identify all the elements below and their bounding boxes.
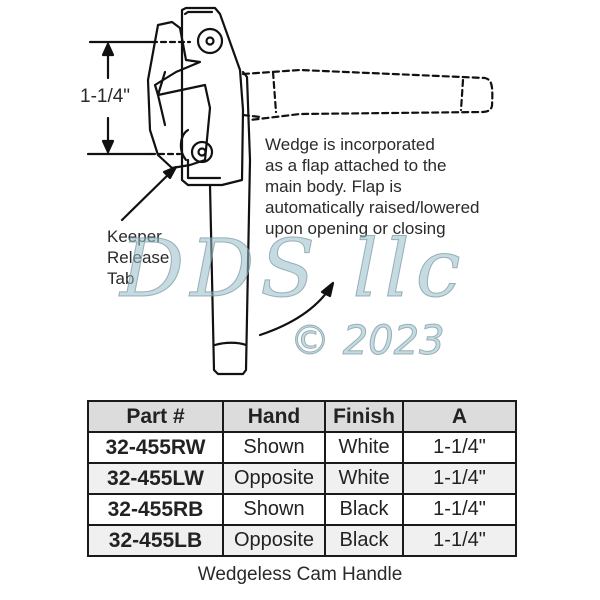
cam-handle-drawing — [86, 6, 494, 376]
cell-finish: Black — [324, 524, 404, 557]
cell-part: 32-455LB — [87, 524, 224, 557]
header-a: A — [402, 400, 517, 433]
cell-finish: White — [324, 431, 404, 464]
watermark-copyright: © 2023 — [290, 318, 446, 365]
keeper-arrow — [120, 168, 175, 222]
table-header-row: Part # Hand Finish A — [87, 400, 517, 433]
header-finish: Finish — [324, 400, 404, 433]
cell-a: 1-1/4" — [402, 524, 517, 557]
cell-hand: Shown — [222, 493, 326, 526]
note-line: automatically raised/lowered — [265, 198, 480, 217]
cell-a: 1-1/4" — [402, 462, 517, 495]
wedge-note: Wedge is incorporated as a flap attached… — [265, 134, 480, 239]
table-row: 32-455RW Shown White 1-1/4" — [87, 431, 517, 464]
open-position-outline — [241, 68, 494, 122]
cell-finish: Black — [324, 493, 404, 526]
keeper-release-tab-label: Keeper Release Tab — [107, 226, 169, 289]
rivet-top — [196, 27, 224, 55]
dimension-label: 1-1/4" — [80, 86, 131, 107]
handle-arm — [208, 70, 252, 376]
table-row: 32-455LB Opposite Black 1-1/4" — [87, 524, 517, 557]
note-line: main body. Flap is — [265, 177, 402, 196]
backplate — [180, 6, 245, 187]
cell-part: 32-455RB — [87, 493, 224, 526]
note-line: upon opening or closing — [265, 219, 446, 238]
cam-body — [146, 20, 212, 170]
cell-a: 1-1/4" — [402, 431, 517, 464]
cell-finish: White — [324, 462, 404, 495]
keeper-label-line: Keeper — [107, 227, 162, 246]
cell-hand: Opposite — [222, 524, 326, 557]
caption: Wedgeless Cam Handle — [197, 564, 403, 585]
rivet-bottom — [190, 140, 214, 164]
keeper-label-line: Release — [107, 248, 170, 267]
header-hand: Hand — [222, 400, 326, 433]
cell-hand: Opposite — [222, 462, 326, 495]
note-line: Wedge is incorporated — [265, 135, 435, 154]
table-row: 32-455LW Opposite White 1-1/4" — [87, 462, 517, 495]
parts-table: Part # Hand Finish A 32-455RW Shown Whit… — [87, 400, 517, 557]
cell-a: 1-1/4" — [402, 493, 517, 526]
cell-part: 32-455RW — [87, 431, 224, 464]
cell-hand: Shown — [222, 431, 326, 464]
header-part: Part # — [87, 400, 224, 433]
watermark-logo: DDS llc — [120, 222, 467, 316]
note-line: as a flap attached to the — [265, 156, 447, 175]
keeper-label-line: Tab — [107, 269, 135, 288]
table-row: 32-455RB Shown Black 1-1/4" — [87, 493, 517, 526]
cell-part: 32-455LW — [87, 462, 224, 495]
